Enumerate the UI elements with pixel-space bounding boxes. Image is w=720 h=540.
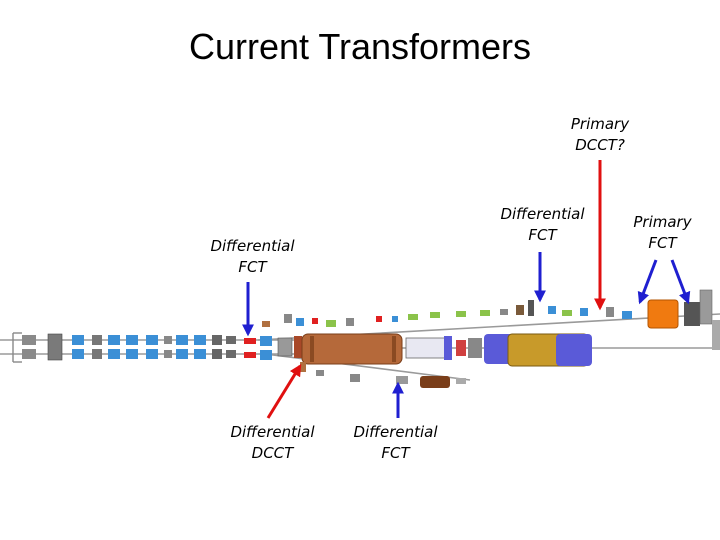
lower-branch-components — [300, 362, 466, 388]
arrow-primary-fct-right — [670, 259, 691, 305]
middle-chamber — [405, 336, 482, 360]
left-frame — [12, 332, 22, 363]
left-components — [22, 333, 302, 361]
page-title: Current Transformers — [188, 26, 532, 67]
arrows — [242, 160, 691, 419]
gold-tank — [484, 333, 592, 367]
brown-tank — [301, 333, 403, 365]
upper-line-components — [262, 289, 720, 350]
arrow-differential-dcct — [266, 363, 302, 419]
arrow-primary-fct-left — [637, 259, 658, 305]
